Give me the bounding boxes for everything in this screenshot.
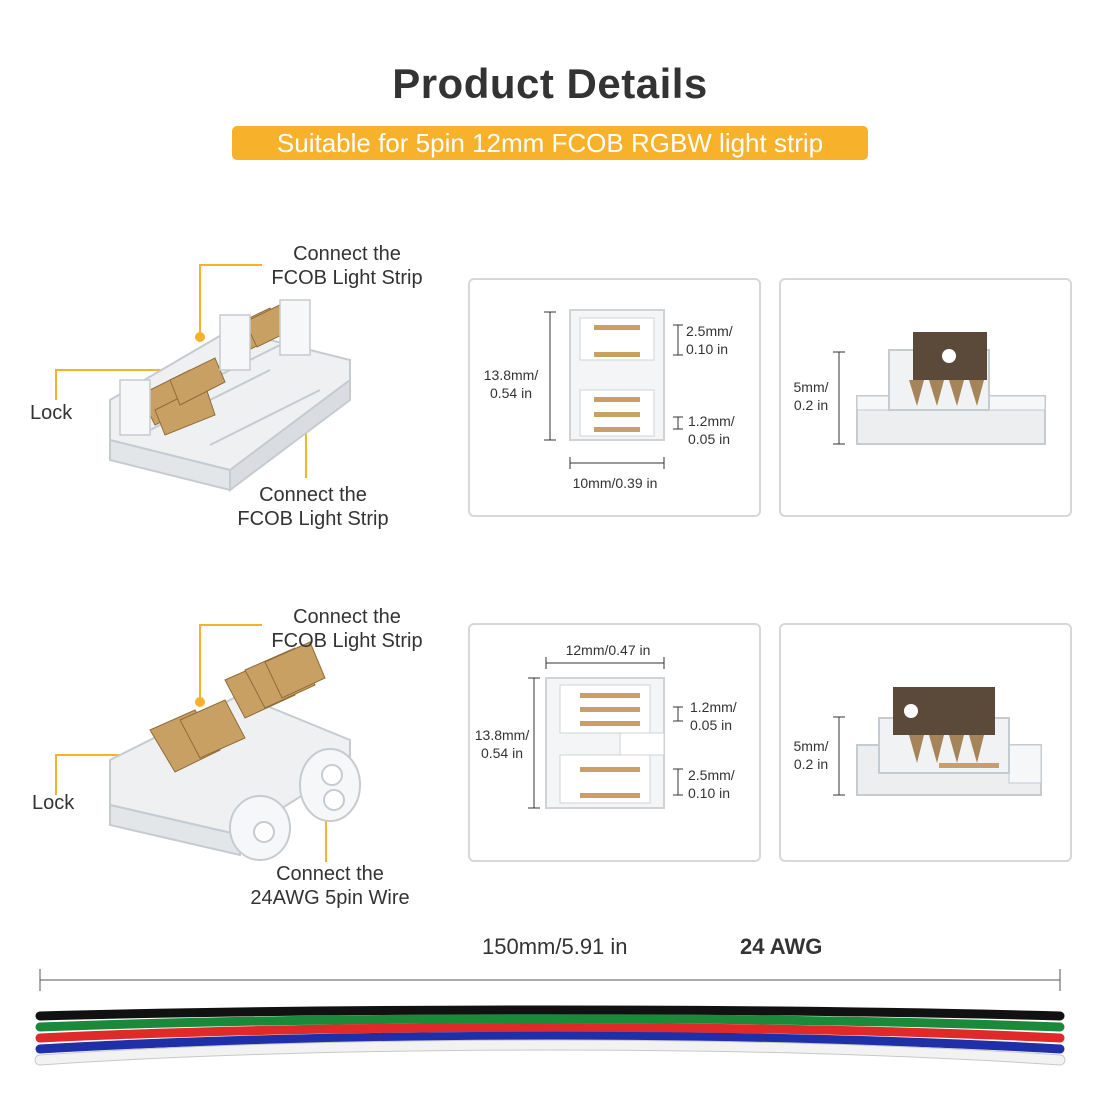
dim-line: 1.2mm/: [690, 699, 737, 715]
callout-line: Connect the: [293, 606, 401, 628]
dim-thickness-1: 5mm/ 0.2 in: [788, 378, 834, 414]
dim-line: 5mm/: [793, 379, 829, 395]
connector-illustration-1: [55, 264, 351, 492]
callout-connect-strip-top-1: Connect the FCOB Light Strip: [262, 242, 432, 290]
dim-line: 0.05 in: [688, 431, 731, 447]
page-title: Product Details: [392, 60, 708, 107]
dim-height-1: 13.8mm/ 0.54 in: [478, 366, 544, 402]
callout-line: Connect the: [276, 863, 384, 885]
dim-line: 13.8mm/: [474, 727, 530, 743]
callout-line: FCOB Light Strip: [271, 630, 423, 652]
connector-illustration-2: [55, 624, 361, 862]
callout-connect-strip-bottom-1: Connect the FCOB Light Strip: [228, 483, 398, 531]
wire-length-label: 150mm/5.91 in: [482, 934, 628, 959]
dim-line: 0.10 in: [686, 341, 729, 357]
dim-pitch-b-1: 1.2mm/ 0.05 in: [688, 412, 735, 448]
callout-line: 24AWG 5pin Wire: [250, 887, 410, 909]
dim-line: 13.8mm/: [483, 367, 539, 383]
wire-strand: [35, 1031, 1065, 1054]
top-view-drawing-1: [544, 309, 683, 469]
five-pin-wire: [34, 1005, 1066, 1066]
callout-connect-wire: Connect the 24AWG 5pin Wire: [240, 862, 420, 910]
side-view-drawing-2: [833, 687, 1042, 796]
top-view-drawing-2: [528, 657, 683, 809]
side-view-drawing-1: [833, 332, 1046, 445]
wire-strand: [35, 1014, 1065, 1032]
callout-connect-strip-top-2: Connect the FCOB Light Strip: [262, 605, 432, 653]
dim-line: 0.2 in: [793, 756, 829, 772]
subtitle-banner: Suitable for 5pin 12mm FCOB RGBW light s…: [232, 126, 868, 160]
wire-strand: [35, 1023, 1065, 1043]
dim-pitch-b-2: 2.5mm/ 0.10 in: [688, 766, 735, 802]
dim-width-2: 12mm/0.47 in: [565, 642, 651, 658]
dim-line: 0.05 in: [690, 717, 733, 733]
wire-length-dimension: [39, 969, 1061, 991]
callout-line: Connect the: [259, 484, 367, 506]
callout-lock-1: Lock: [30, 402, 73, 424]
callout-line: Connect the: [293, 243, 401, 265]
dim-pitch-a-1: 2.5mm/ 0.10 in: [686, 322, 733, 358]
dim-line: 1.2mm/: [688, 413, 735, 429]
dim-line: 2.5mm/: [686, 323, 733, 339]
callout-line: FCOB Light Strip: [237, 508, 389, 530]
dim-line: 0.54 in: [489, 385, 533, 401]
dim-line: 0.10 in: [688, 785, 731, 801]
dim-thickness-2: 5mm/ 0.2 in: [788, 737, 834, 773]
dim-pitch-a-2: 1.2mm/ 0.05 in: [690, 698, 737, 734]
callout-lock-2: Lock: [32, 792, 75, 814]
wire-gauge-label: 24 AWG: [740, 934, 823, 959]
dim-height-2: 13.8mm/ 0.54 in: [470, 726, 534, 762]
dim-line: 0.54 in: [480, 745, 524, 761]
dim-line: 0.2 in: [793, 397, 829, 413]
callout-line: FCOB Light Strip: [271, 267, 423, 289]
dim-line: 2.5mm/: [688, 767, 735, 783]
dim-width-1: 10mm/0.39 in: [572, 475, 658, 491]
wire-strand: [35, 1005, 1065, 1021]
wire-strand: [35, 1040, 1065, 1065]
dim-line: 5mm/: [793, 738, 829, 754]
